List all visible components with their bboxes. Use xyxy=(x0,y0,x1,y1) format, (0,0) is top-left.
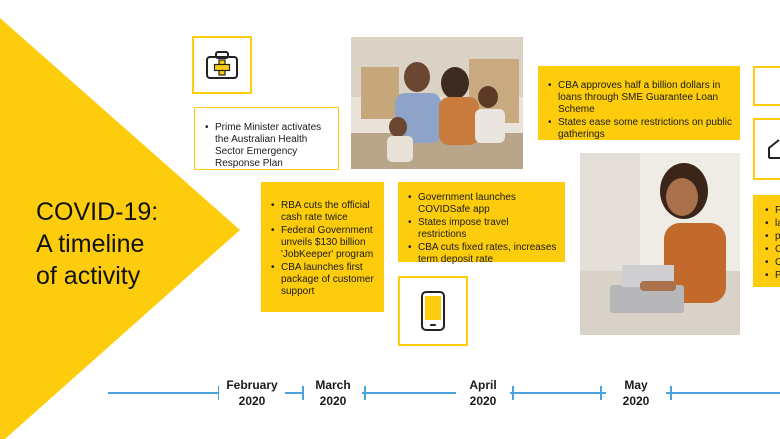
timeline-tick xyxy=(364,386,366,400)
partial-icon-box xyxy=(753,66,780,106)
event-may: CBA approves half a billion dollars in l… xyxy=(538,66,740,140)
timeline-tick xyxy=(600,386,602,400)
event-item: CBA approves half a billion dollars in l… xyxy=(548,80,732,116)
page-title: COVID-19: A timeline of activity xyxy=(36,198,159,290)
event-item: p xyxy=(765,231,780,243)
event-item: Prime Minister activates the Australian … xyxy=(205,122,330,170)
event-april: Government launches COVIDSafe app States… xyxy=(398,182,565,265)
timeline-tick xyxy=(302,386,304,400)
event-item: States impose travel restrictions xyxy=(408,217,557,241)
event-emergency-plan: Prime Minister activates the Australian … xyxy=(194,107,339,170)
event-item: la xyxy=(765,218,780,230)
timeline-tick xyxy=(670,386,672,400)
house-icon-box xyxy=(753,118,780,180)
smartphone-icon-box xyxy=(398,276,468,346)
event-item: Federal Government unveils $130 billion … xyxy=(271,225,376,261)
timeline-tick xyxy=(512,386,514,400)
event-item: States ease some restrictions on public … xyxy=(548,117,732,141)
event-item: P xyxy=(765,270,780,282)
timeline-axis xyxy=(108,392,780,394)
house-icon xyxy=(768,139,780,159)
family-photo xyxy=(351,37,523,169)
medical-kit-icon-box xyxy=(192,36,252,94)
event-item: CBA launches first package of customer s… xyxy=(271,262,376,298)
event-item: C xyxy=(765,244,780,256)
event-march: RBA cuts the official cash rate twice Fe… xyxy=(261,182,384,312)
smartphone-icon xyxy=(421,291,445,331)
event-item: C xyxy=(765,257,780,269)
medical-kit-icon xyxy=(206,51,238,79)
event-partial: F la p C C P xyxy=(753,195,780,287)
title-arrow-shape xyxy=(0,0,240,439)
event-item: Government launches COVIDSafe app xyxy=(408,192,557,216)
event-item: F xyxy=(765,205,780,217)
event-item: RBA cuts the official cash rate twice xyxy=(271,200,376,224)
woman-laptop-photo xyxy=(580,153,740,335)
event-item: CBA cuts fixed rates, increases term dep… xyxy=(408,242,557,266)
